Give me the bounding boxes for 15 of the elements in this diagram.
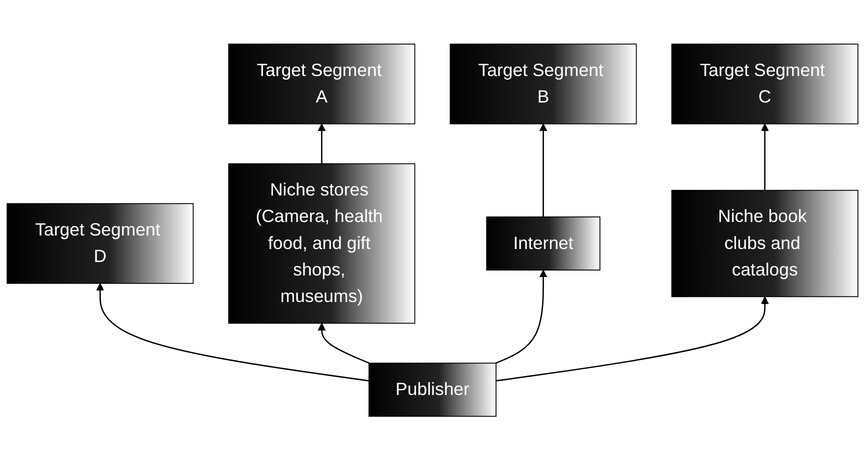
node-box: Publisher (368, 363, 496, 418)
node-box: Niche stores (Camera, health food, and gift shops, museums) (228, 164, 416, 324)
arrow (760, 124, 769, 191)
node-box: Niche book clubs and catalogs (671, 190, 858, 298)
node-box: Target Segment A (228, 44, 416, 125)
arrow (496, 296, 769, 382)
node-box: Target Segment D (6, 203, 194, 284)
node-box: Target Segment C (671, 44, 858, 125)
arrow (318, 323, 370, 364)
node-box: Internet (486, 216, 600, 271)
arrow (96, 283, 370, 382)
node-box: Target Segment B (450, 44, 637, 125)
arrow (318, 124, 326, 164)
arrow (539, 124, 548, 218)
arrow (496, 270, 548, 364)
